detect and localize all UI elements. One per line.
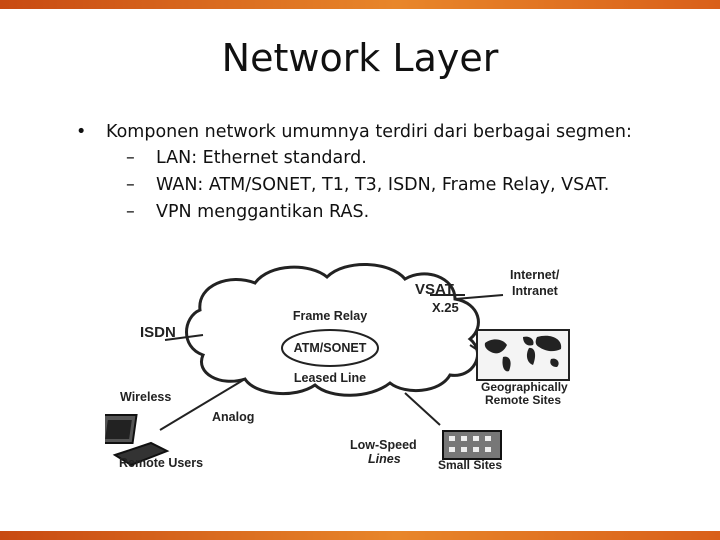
label-intranet: Intranet xyxy=(512,284,559,298)
bullet-item: • Komponen network umumnya terdiri dari … xyxy=(76,122,696,142)
atm-sonet-ring xyxy=(281,329,379,367)
label-remote-users: Remote Users xyxy=(119,456,203,470)
label-vsat: VSAT xyxy=(415,281,454,298)
label-wireless: Wireless xyxy=(120,390,171,404)
network-diagram: Frame Relay ATM/SONET Leased Line ISDN V… xyxy=(105,263,570,472)
link-internet xyxy=(454,294,504,300)
label-x25: X.25 xyxy=(432,300,459,315)
label-leased-line: Leased Line xyxy=(294,371,366,385)
world-map-icon xyxy=(476,329,570,381)
label-atm-sonet: ATM/SONET xyxy=(294,341,367,355)
link-isdn xyxy=(164,334,204,341)
label-small-sites: Small Sites xyxy=(438,458,502,472)
sub-bullet-list: – LAN: Ethernet standard. – WAN: ATM/SON… xyxy=(126,148,696,229)
dash-marker: – xyxy=(126,202,135,222)
sub-bullet-item: – WAN: ATM/SONET, T1, T3, ISDN, Frame Re… xyxy=(126,175,696,202)
sub-bullet-lan: LAN: Ethernet standard. xyxy=(156,148,367,168)
sub-bullet-vpn: VPN menggantikan RAS. xyxy=(156,202,370,222)
label-low-speed: Low-Speed xyxy=(350,438,417,452)
bottom-accent-bar xyxy=(0,531,720,540)
label-remote-sites: Remote Sites xyxy=(485,393,561,407)
building-icon xyxy=(442,430,502,460)
sub-bullet-item: – LAN: Ethernet standard. xyxy=(126,148,696,175)
top-accent-bar xyxy=(0,0,720,9)
label-isdn: ISDN xyxy=(140,324,176,341)
label-frame-relay: Frame Relay xyxy=(293,309,367,323)
bullet-text: Komponen network umumnya terdiri dari be… xyxy=(106,122,632,142)
label-lines: Lines xyxy=(368,452,401,466)
slide-title: Network Layer xyxy=(221,36,499,80)
bullet-marker: • xyxy=(76,122,87,142)
dash-marker: – xyxy=(126,175,135,195)
link-analog xyxy=(159,378,246,431)
label-internet: Internet/ xyxy=(510,268,560,282)
label-geographically: Geographically xyxy=(481,380,568,394)
bullet-list: • Komponen network umumnya terdiri dari … xyxy=(76,122,696,229)
laptop-icon xyxy=(105,414,170,467)
link-low-speed xyxy=(404,392,441,426)
label-analog: Analog xyxy=(212,410,254,424)
sub-bullet-wan: WAN: ATM/SONET, T1, T3, ISDN, Frame Rela… xyxy=(156,175,610,195)
sub-bullet-item: – VPN menggantikan RAS. xyxy=(126,202,696,229)
dash-marker: – xyxy=(126,148,135,168)
